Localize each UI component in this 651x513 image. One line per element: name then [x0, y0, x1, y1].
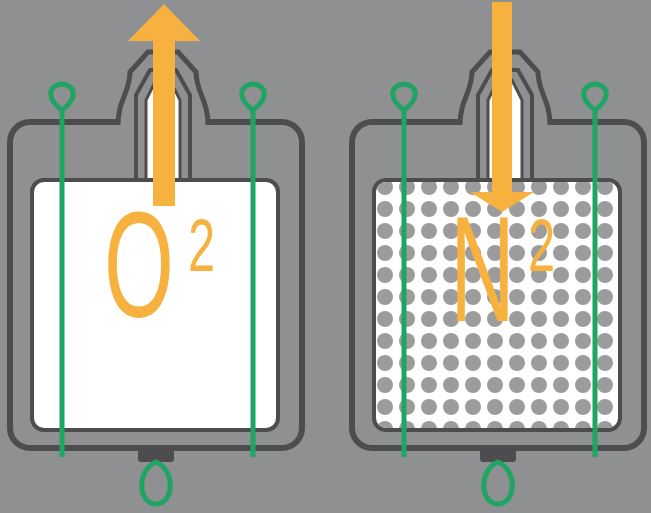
- gas-pouch: N2: [376, 182, 618, 428]
- subscript-number: 2: [528, 208, 555, 283]
- outflow-arrowhead: [128, 4, 200, 41]
- gas-pouch: O2: [34, 182, 276, 428]
- gas-symbol: N: [450, 194, 515, 344]
- gas-symbol: O: [104, 190, 174, 340]
- inflow-arrow: [492, 2, 512, 194]
- outflow-arrow: [153, 40, 175, 206]
- subscript-number: 2: [188, 208, 215, 283]
